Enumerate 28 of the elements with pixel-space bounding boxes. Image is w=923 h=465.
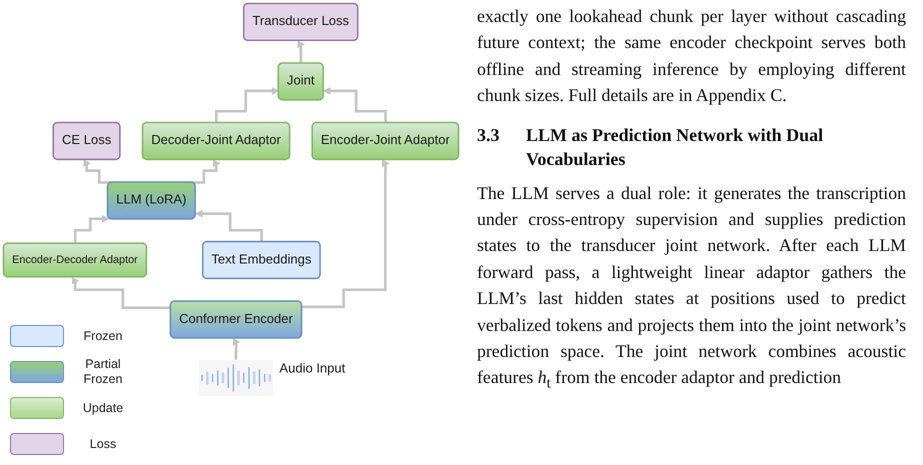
legend-label: Loss bbox=[88, 436, 118, 452]
legend-label: Update bbox=[82, 400, 124, 416]
arrow bbox=[232, 338, 240, 362]
waveform-picture bbox=[198, 360, 274, 396]
arrow bbox=[83, 160, 112, 184]
process-box: Conformer Encoder bbox=[170, 300, 302, 339]
legend-label: Frozen bbox=[82, 328, 124, 344]
arrow bbox=[323, 87, 388, 124]
section-heading: LLM as Prediction Network with Dual Vocabularies bbox=[526, 124, 824, 171]
arrow bbox=[74, 215, 110, 245]
arrow bbox=[192, 160, 220, 184]
node-caption: Audio Input bbox=[279, 360, 346, 376]
arrow bbox=[214, 87, 280, 124]
process-box: Encoder-Decoder Adaptor bbox=[2, 242, 148, 278]
body-paragraph: The LLM serves a dual role: it generates the transcription under cross-entropy supervision and supplies prediction states to the transducer joint network. After each LLM forward pass, a lightweight linear adaptor gathers the LLM’s last hidden states at positions used to predict verbalized tokens and projects them into the joint network’s prediction space. The joint network combines acoustic features h$_{t}$ from the encoder adaptor and prediction bbox=[477, 182, 906, 394]
process-box: Transducer Loss bbox=[243, 2, 358, 42]
process-box: Joint bbox=[278, 62, 324, 101]
arrow bbox=[302, 160, 390, 308]
section-number: 3.3 bbox=[477, 124, 500, 147]
body-paragraph: exactly one lookahead chunk per layer without cascading future context; the same encoder checkpoint serves both offline and streaming inference by employing different chunk sizes. Full details are in Appendix C. bbox=[477, 5, 906, 108]
process-box: LLM (LoRA) bbox=[106, 181, 196, 220]
process-box: Decoder-Joint Adaptor bbox=[142, 122, 290, 160]
process-box: Text Embeddings bbox=[202, 240, 321, 280]
process-box: Encoder-Joint Adaptor bbox=[312, 122, 460, 160]
arrow bbox=[195, 210, 264, 244]
arrow bbox=[71, 276, 171, 310]
legend-label: Partial Frozen bbox=[82, 357, 124, 387]
process-box: CE Loss bbox=[52, 122, 121, 160]
